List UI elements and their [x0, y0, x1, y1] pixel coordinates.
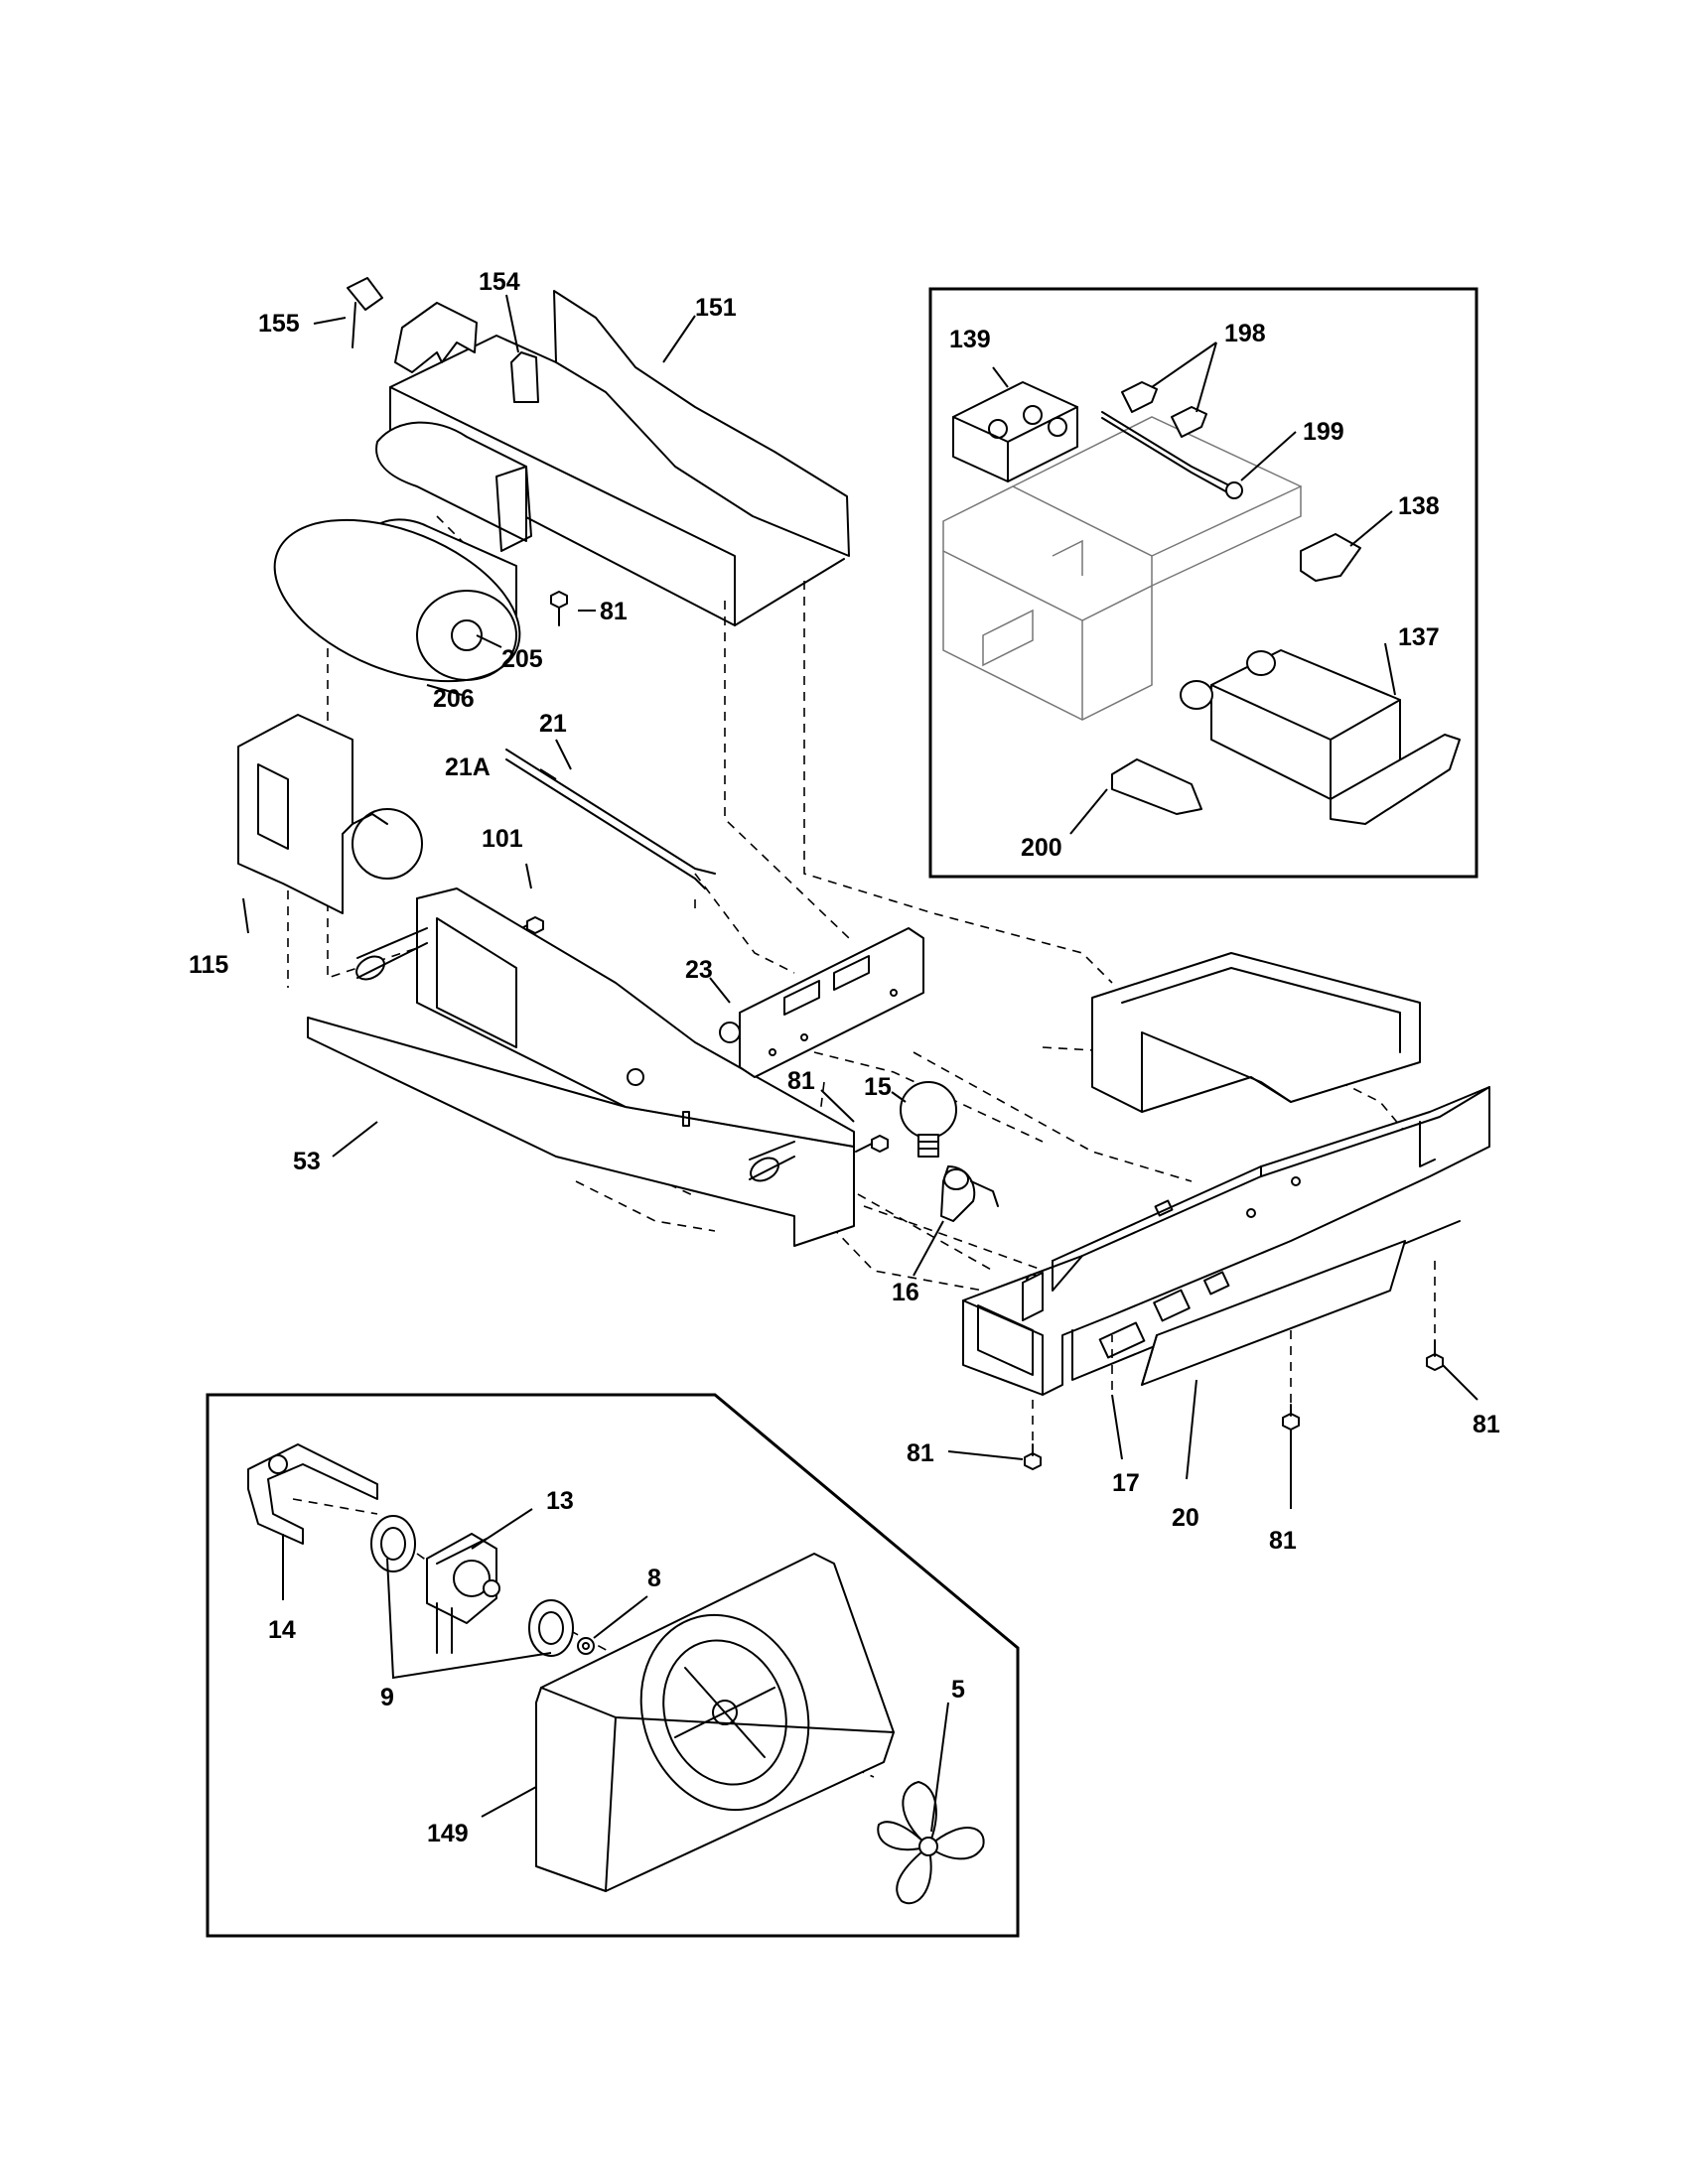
callout-16: 16 — [892, 1279, 919, 1306]
part-139 — [952, 381, 1078, 482]
part-199 — [1101, 411, 1243, 499]
callout-15: 15 — [864, 1073, 892, 1101]
part-155 — [347, 277, 383, 348]
inset-frame-upper-right — [928, 287, 1478, 879]
part-138 — [1300, 533, 1361, 582]
callout-21A: 21A — [445, 753, 491, 781]
part-149 — [535, 1553, 895, 1892]
callout-101: 101 — [482, 825, 523, 853]
fan-blade-icon — [877, 1781, 985, 1904]
callout-20: 20 — [1172, 1504, 1199, 1532]
part-115 — [237, 714, 423, 914]
callout-138: 138 — [1398, 492, 1440, 520]
wire-21 — [505, 749, 716, 889]
callout-53: 53 — [293, 1148, 321, 1175]
callout-155: 155 — [258, 310, 300, 338]
callout-137: 137 — [1398, 623, 1440, 651]
callout-8: 8 — [647, 1565, 661, 1592]
bulb-icon — [900, 1081, 957, 1158]
callout-200: 200 — [1021, 834, 1062, 862]
part-154 — [394, 302, 478, 373]
part-53 — [307, 887, 855, 1247]
part-137 — [1180, 649, 1461, 825]
part-13-motor — [426, 1533, 500, 1654]
part-198 — [1121, 381, 1207, 438]
callout-154: 154 — [479, 268, 520, 296]
callout-81: 81 — [907, 1439, 934, 1467]
part-9-gear-a — [370, 1515, 416, 1572]
screw-icon — [855, 1135, 889, 1153]
callout-labels: 155 154 151 81 205 206 21 21A 101 115 23… — [189, 268, 1500, 1847]
duct-206 — [273, 518, 521, 683]
screw-icon — [1282, 1404, 1300, 1431]
part-20 — [1141, 1240, 1406, 1386]
callout-5: 5 — [951, 1676, 965, 1704]
callout-198: 198 — [1224, 320, 1266, 347]
inset-frame-lower-left — [206, 1393, 1020, 1938]
callout-149: 149 — [427, 1820, 469, 1847]
callout-151: 151 — [695, 294, 737, 322]
part-14 — [247, 1443, 378, 1545]
callout-17: 17 — [1112, 1469, 1140, 1497]
callout-13: 13 — [546, 1487, 574, 1515]
part-8-washer — [577, 1637, 595, 1655]
screw-icon — [1024, 1443, 1042, 1470]
leader-lines — [242, 294, 1478, 1833]
callout-139: 139 — [949, 326, 991, 353]
callout-205: 205 — [501, 645, 543, 673]
socket-16 — [940, 1165, 999, 1222]
callout-81: 81 — [1269, 1527, 1297, 1555]
screw-icon — [1426, 1339, 1444, 1371]
callout-23: 23 — [685, 956, 713, 984]
callout-115: 115 — [189, 951, 228, 979]
part-200 — [1111, 758, 1202, 815]
part-154-knob — [510, 351, 539, 403]
part-17 — [962, 952, 1490, 1396]
screw-icon — [550, 591, 568, 626]
part-23 — [719, 927, 924, 1078]
inset-ghost-housing — [942, 416, 1302, 721]
callout-9: 9 — [380, 1684, 394, 1711]
callout-81: 81 — [787, 1067, 815, 1095]
callout-81: 81 — [600, 598, 628, 625]
callout-21: 21 — [539, 710, 567, 738]
callout-14: 14 — [268, 1616, 296, 1644]
callout-199: 199 — [1303, 418, 1344, 446]
part-9-gear-b — [528, 1599, 574, 1657]
callout-206: 206 — [433, 685, 475, 713]
callout-81: 81 — [1473, 1411, 1500, 1438]
